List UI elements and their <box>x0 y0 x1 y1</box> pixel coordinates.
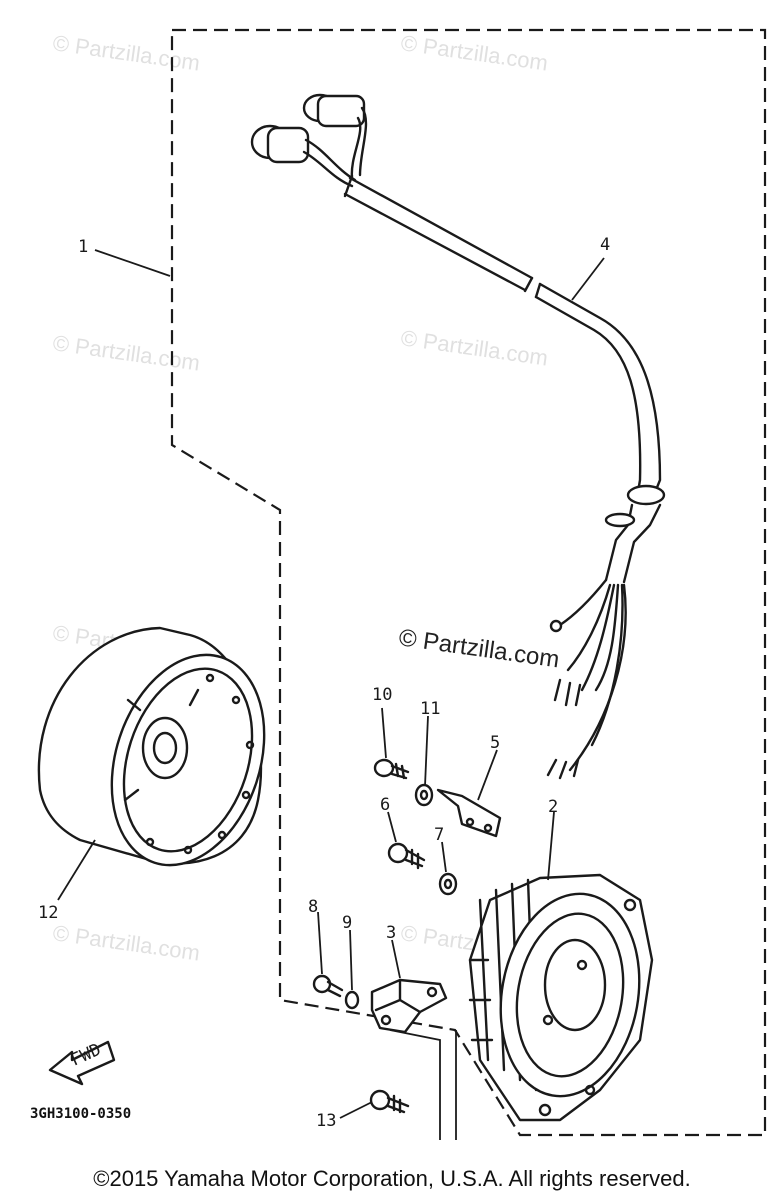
screw-10 <box>373 758 410 780</box>
stator-assembly <box>468 873 654 1122</box>
callout-10: 10 <box>372 685 392 705</box>
washer-9 <box>344 990 360 1010</box>
fwd-arrow: FWD <box>48 1040 116 1086</box>
callout-5: 5 <box>490 733 500 753</box>
callouts: 1 2 3 4 5 6 7 8 9 10 11 12 13 <box>38 235 610 1131</box>
callout-1: 1 <box>78 237 88 257</box>
watermark: © Partzilla.com <box>399 325 549 370</box>
parts-diagram: © Partzilla.com © Partzilla.com © Partzi… <box>30 28 767 1140</box>
flywheel-rotor <box>37 626 266 867</box>
washer-11 <box>414 783 434 807</box>
screw-8 <box>312 974 344 998</box>
callout-4: 4 <box>600 235 610 255</box>
bracket <box>436 788 502 838</box>
callout-3: 3 <box>386 923 396 943</box>
callout-13: 13 <box>316 1111 336 1131</box>
callout-7: 7 <box>434 825 444 845</box>
copyright-notice: ©2015 Yamaha Motor Corporation, U.S.A. A… <box>93 1166 691 1191</box>
screw-6 <box>387 842 426 870</box>
wire-harness <box>250 93 666 780</box>
connector-upper <box>302 93 368 180</box>
pulser-coil <box>370 978 448 1034</box>
assembly-boundary <box>170 28 767 1137</box>
connector-lower <box>250 124 357 188</box>
callout-8: 8 <box>308 897 318 917</box>
watermark: © Partzilla.com <box>51 30 201 75</box>
callout-9: 9 <box>342 913 352 933</box>
callout-11: 11 <box>420 699 440 719</box>
watermark: © Partzilla.com <box>399 30 549 75</box>
watermark: © Partzilla.com <box>51 330 201 375</box>
diagram-code: 3GH3100-0350 <box>30 1106 131 1122</box>
watermark-center: © Partzilla.com <box>397 624 561 673</box>
screw-13 <box>369 1089 410 1114</box>
washer-7 <box>438 872 458 896</box>
callout-12: 12 <box>38 903 58 923</box>
leader-lines <box>57 249 605 1140</box>
callout-2: 2 <box>548 797 558 817</box>
callout-6: 6 <box>380 795 390 815</box>
watermark: © Partzilla.com <box>51 920 201 965</box>
